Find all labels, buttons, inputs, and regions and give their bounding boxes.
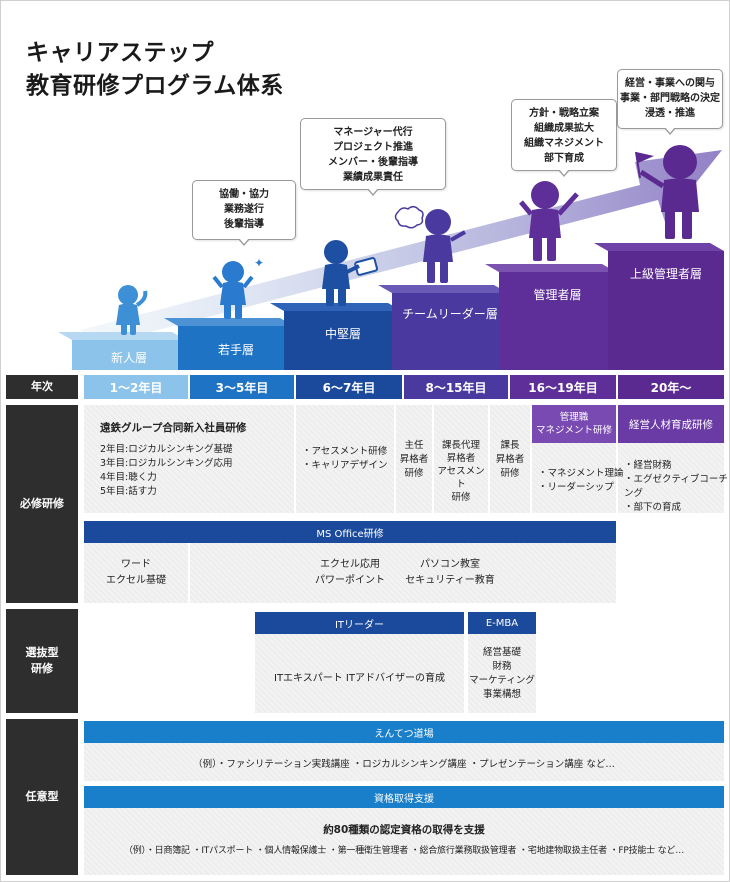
it-leader-text: ITエキスパート ITアドバイザーの育成 xyxy=(274,673,445,684)
kacho-promotion-training: 課長 昇格者 研修 xyxy=(495,440,525,479)
year-cell-shinjin: 1～2年目 xyxy=(84,375,188,399)
step-top-leader xyxy=(378,285,508,293)
jokyu-training-list: ・経営財務 ・エグゼクティブコーチング ・部下の育成 xyxy=(624,460,728,513)
figure-shinjin xyxy=(116,285,148,335)
it-leader-bar: ITリーダー xyxy=(255,612,464,634)
figure-wakate: ✦ xyxy=(212,256,264,319)
level-label-wakate: 若手層 xyxy=(217,343,254,357)
kacho-dairi-promotion-training: 課長代理 昇格者 アセスメント 研修 xyxy=(437,440,485,503)
bubble-wakate: 協働・協力 業務遂行 後輩指導 xyxy=(192,180,296,246)
office-pc-courses: パソコン教室 セキュリティー教育 xyxy=(405,559,495,586)
step-top-chuken xyxy=(270,303,402,311)
required-block-chuken xyxy=(296,405,394,513)
e-mba-list: 経営基礎 財務 マーケティング 事業構想 xyxy=(469,647,535,700)
bubble-jokyu: 経営・事業への関与 事業・部門戦略の決定 浸透・推進 xyxy=(617,69,723,135)
kanri-training-list: ・マネジメント理論 ・リーダーシップ xyxy=(538,468,624,493)
bubble-kanri: 方針・戦略立案 組織成果拡大 組織マネジメント 部下育成 xyxy=(511,99,617,177)
row-label-selective: 選抜型 研修 xyxy=(6,609,78,713)
shinjin-training-list: 2年目:ロジカルシンキング基礎 3年目:ロジカルシンキング応用 4年目:聴く力 … xyxy=(100,444,233,497)
page-title-line2: 教育研修プログラム体系 xyxy=(26,73,284,99)
required-block-shunin xyxy=(396,405,432,513)
year-cell-chuken: 6～7年目 xyxy=(296,375,402,399)
level-label-chuken: 中堅層 xyxy=(324,327,361,341)
office-basic-courses: ワード エクセル基礎 xyxy=(106,559,166,586)
level-label-leader: チームリーダー層 xyxy=(402,307,498,321)
level-label-shinjin: 新人層 xyxy=(110,351,147,365)
chuken-training-list: ・アセスメント研修 ・キャリアデザイン xyxy=(302,446,388,471)
office-block-main xyxy=(190,543,616,603)
e-mba-bar: E-MBA xyxy=(468,612,536,634)
year-cell-kanri: 16～19年目 xyxy=(510,375,616,399)
bubble-chuken: マネージャー代行 プロジェクト推進 メンバー・後輩指導 業績成果責任 xyxy=(300,118,446,196)
office-block-left xyxy=(84,543,188,603)
figure-leader xyxy=(394,206,466,283)
it-leader-block xyxy=(255,634,464,713)
required-block-shinjin xyxy=(84,405,294,513)
row-label-years: 年次 xyxy=(6,375,78,399)
level-label-kanri: 管理者層 xyxy=(533,288,582,302)
year-cell-jokyu: 20年～ xyxy=(618,375,724,399)
required-block-kacho xyxy=(490,405,530,513)
step-front-leader xyxy=(392,293,508,370)
required-block-kacho-dairi xyxy=(434,405,488,513)
figure-chuken xyxy=(322,240,379,306)
shikaku-support-block xyxy=(84,808,724,875)
step-top-jokyu xyxy=(594,243,724,251)
office-advanced-courses: エクセル応用 パワーポイント xyxy=(315,559,385,586)
level-label-jokyu: 上級管理者層 xyxy=(629,267,702,281)
row-label-required: 必修研修 xyxy=(6,405,78,603)
kanri-training-header: 管理職 マネジメント研修 xyxy=(532,405,616,443)
step-top-shinjin xyxy=(58,332,186,340)
step-front-chuken xyxy=(284,311,402,370)
e-mba-block xyxy=(468,634,536,713)
year-cell-wakate: 3～5年目 xyxy=(190,375,294,399)
shunin-promotion-training: 主任 昇格者 研修 xyxy=(399,440,429,479)
shikaku-support-title: 約80種類の認定資格の取得を支援 xyxy=(323,824,485,836)
step-front-shinjin xyxy=(72,340,186,370)
entetsu-dojo-block xyxy=(84,743,724,781)
ms-office-bar: MS Office研修 xyxy=(84,521,616,543)
shinjin-training-title: 遠鉄グループ合同新入社員研修 xyxy=(100,422,247,434)
page-title-line1: キャリアステップ xyxy=(26,40,214,66)
row-label-optional: 任意型 xyxy=(6,719,78,875)
step-front-kanri xyxy=(499,272,616,370)
jokyu-training-header: 経営人材育成研修 xyxy=(618,405,724,443)
shikaku-support-bar: 資格取得支援 xyxy=(84,786,724,808)
figure-kanri xyxy=(519,181,579,261)
step-front-wakate xyxy=(178,326,294,370)
step-top-kanri xyxy=(485,264,616,272)
entetsu-dojo-bar: えんてつ道場 xyxy=(84,721,724,743)
shikaku-support-text: （例）・日商簿記 ・ITパスポート ・個人情報保護士 ・第一種衛生管理者 ・総合… xyxy=(123,846,685,856)
figure-jokyu xyxy=(635,145,699,239)
career-steps-graphic: ✦ xyxy=(58,145,724,370)
entetsu-dojo-text: （例）・ファシリテーション実践講座 ・ロジカルシンキング講座 ・プレゼンテーショ… xyxy=(193,759,615,770)
step-front-jokyu xyxy=(608,251,724,370)
step-top-wakate xyxy=(164,318,294,326)
year-cell-leader: 8～15年目 xyxy=(404,375,508,399)
svg-text:✦: ✦ xyxy=(254,256,264,270)
